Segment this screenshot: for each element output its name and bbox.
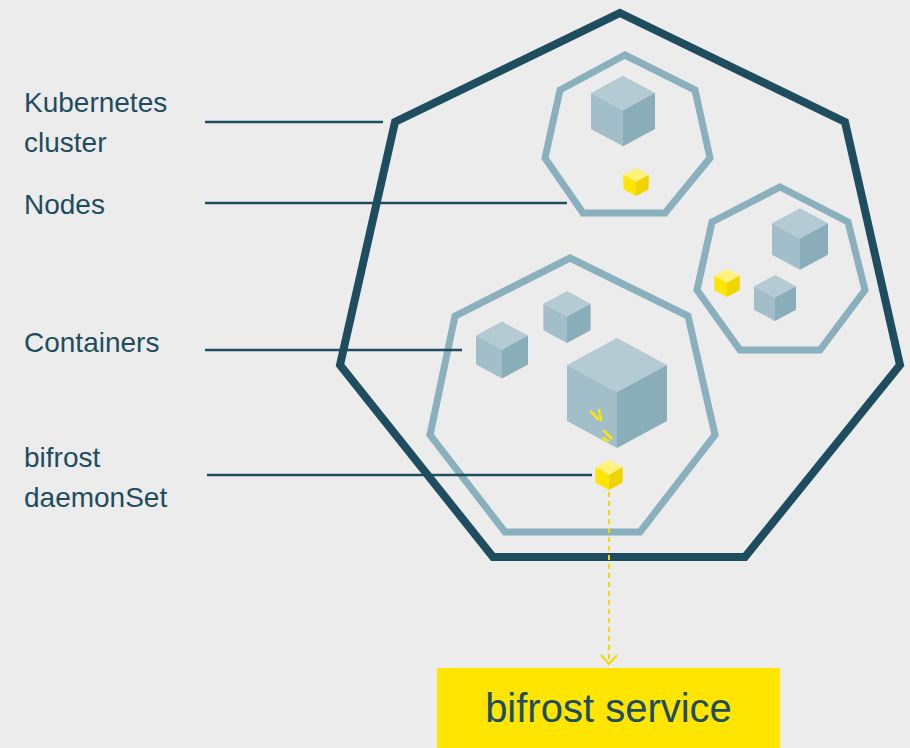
part-label: bifrost daemonSet (24, 438, 204, 518)
container-cube (567, 338, 667, 448)
container-cube (543, 291, 590, 343)
node-outline (545, 55, 710, 213)
node-outline (430, 258, 715, 532)
part-label: Nodes (24, 185, 204, 225)
daemon-cube (714, 269, 739, 297)
service-box: bifrost service (437, 668, 780, 748)
daemon-cube (623, 168, 648, 196)
part-label: Kubernetes cluster (24, 83, 204, 163)
leader-line (205, 122, 592, 475)
container-cube (754, 275, 796, 321)
node-outline (697, 187, 865, 350)
container-cube (591, 76, 655, 146)
container-cube (476, 321, 528, 378)
arrow-head (601, 655, 617, 664)
service-name: bifrost service (485, 686, 732, 731)
daemon-cube (595, 460, 622, 490)
container-cube (772, 208, 828, 270)
tap-symbol (591, 410, 611, 441)
part-label: Containers (24, 323, 204, 363)
dashed-link (608, 492, 610, 662)
